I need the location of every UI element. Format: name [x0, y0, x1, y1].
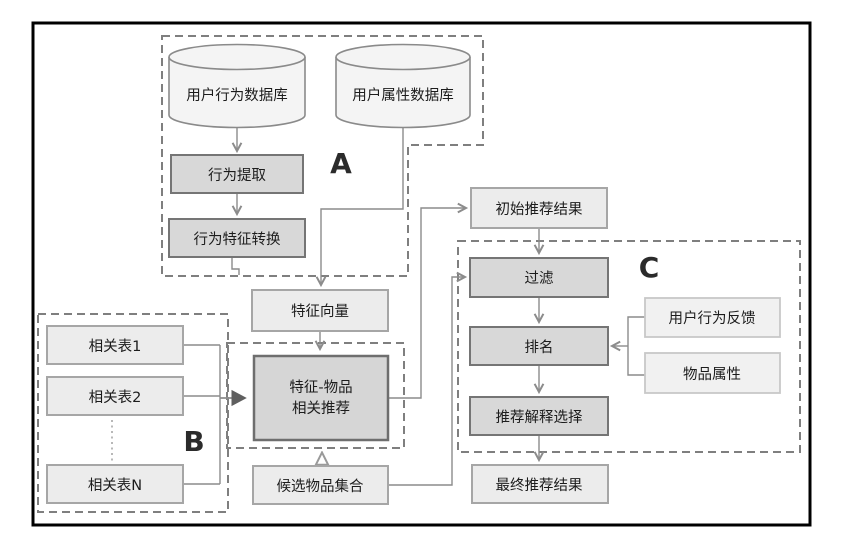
group-c-outline: [457, 240, 801, 453]
feature-item-group-outline: [226, 342, 405, 449]
line-convert-to-group-border: [231, 257, 240, 275]
arrow-featureitem-to-initialresult: [388, 202, 469, 399]
initial-result-box: 初始推荐结果: [470, 187, 608, 229]
explain-select-box: 推荐解释选择: [469, 396, 609, 436]
related-table-n-box: 相关表N: [46, 464, 184, 504]
feature-vector-label: 特征向量: [291, 303, 349, 320]
user-behavior-db-cylinder: 用户行为数据库: [168, 43, 306, 129]
user-feedback-box: 用户行为反馈: [644, 297, 781, 338]
arrow-attrdb-to-featurevector: [315, 128, 404, 288]
item-attrs-box: 物品属性: [644, 352, 781, 394]
initial-result-label: 初始推荐结果: [496, 201, 583, 218]
related-table-1-label: 相关表1: [89, 338, 142, 355]
feature-vector-box: 特征向量: [251, 289, 389, 332]
user-behavior-db-label: 用户行为数据库: [186, 87, 288, 104]
behavior-feature-convert-box: 行为特征转换: [168, 218, 306, 258]
related-table-2-box: 相关表2: [46, 376, 184, 416]
feature-item-recommend-label-line1: 特征-物品: [289, 379, 352, 396]
filter-box: 过滤: [469, 257, 609, 298]
rank-label: 排名: [525, 339, 554, 356]
feature-item-recommend-box: 特征-物品 相关推荐: [252, 354, 390, 442]
rank-box: 排名: [469, 326, 609, 366]
final-result-box: 最终推荐结果: [471, 464, 609, 504]
explain-select-label: 推荐解释选择: [496, 409, 583, 426]
group-b-label: B: [183, 425, 204, 458]
feature-item-recommend-label-line2: 相关推荐: [292, 400, 350, 417]
user-attr-db-label: 用户属性数据库: [352, 87, 454, 104]
related-table-n-label: 相关表N: [88, 477, 142, 494]
bracket-feedback-attrs: [627, 316, 645, 376]
arrow-candidates-to-filter: [388, 271, 468, 486]
filter-label: 过滤: [525, 270, 554, 287]
user-feedback-label: 用户行为反馈: [669, 310, 756, 327]
group-c-label: C: [639, 251, 660, 284]
candidate-items-box: 候选物品集合: [252, 465, 389, 505]
behavior-extract-label: 行为提取: [208, 167, 266, 184]
final-result-label: 最终推荐结果: [496, 477, 583, 494]
user-attr-db-cylinder: 用户属性数据库: [335, 43, 471, 129]
related-table-2-label: 相关表2: [89, 389, 142, 406]
behavior-extract-box: 行为提取: [170, 154, 304, 194]
candidate-items-label: 候选物品集合: [277, 478, 364, 495]
related-table-1-box: 相关表1: [46, 325, 184, 365]
behavior-feature-convert-label: 行为特征转换: [194, 231, 281, 248]
group-a-label: A: [330, 147, 352, 180]
diagram-frame: [31, 21, 812, 527]
item-attrs-label: 物品属性: [683, 366, 741, 383]
